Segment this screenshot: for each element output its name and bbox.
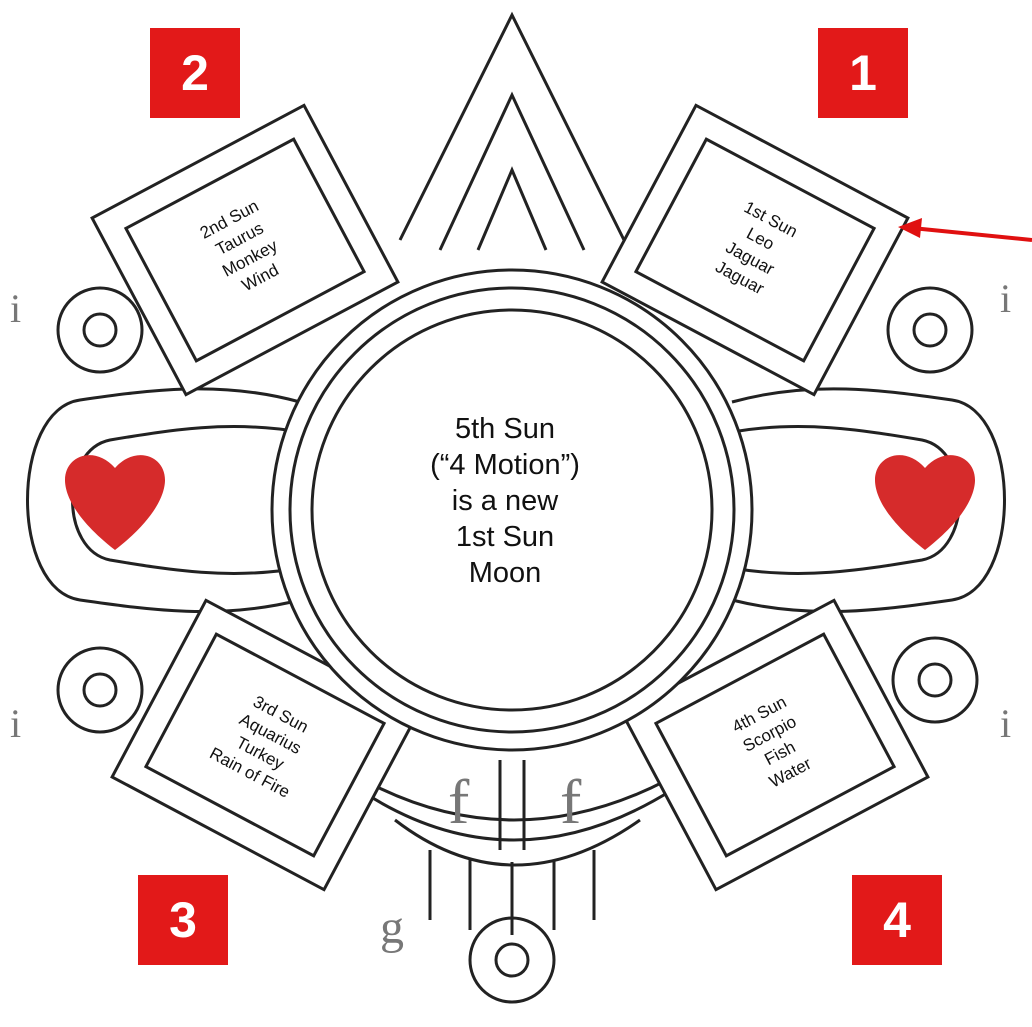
glyph-i-upper-left: i: [10, 285, 21, 332]
top-triangle-inner: [478, 170, 546, 250]
center-line-4: 1st Sun: [395, 519, 615, 555]
center-line-5: Moon: [395, 555, 615, 591]
small-circle-lower-right-outer: [893, 638, 977, 722]
small-circle-upper-left-outer: [58, 288, 142, 372]
heart-right-icon: [875, 455, 975, 550]
left-lobe-outer: [28, 389, 301, 612]
glyph-f-right: f: [560, 765, 581, 839]
center-text: 5th Sun (“4 Motion”) is a new 1st Sun Mo…: [395, 411, 615, 591]
badge-3: 3: [138, 875, 228, 965]
small-circle-upper-right-inner: [914, 314, 946, 346]
top-triangle-outer: [400, 15, 624, 240]
glyph-g: g: [380, 900, 404, 955]
glyph-i-lower-right: i: [1000, 700, 1011, 747]
small-circle-upper-right-outer: [888, 288, 972, 372]
red-arrow-shaft: [912, 228, 1032, 240]
small-circle-lower-left-outer: [58, 648, 142, 732]
glyph-f-left: f: [448, 765, 469, 839]
small-circle-lower-left-inner: [84, 674, 116, 706]
center-line-3: is a new: [395, 483, 615, 519]
badge-1: 1: [818, 28, 908, 118]
small-circle-upper-left-inner: [84, 314, 116, 346]
center-line-1: 5th Sun: [395, 411, 615, 447]
center-line-2: (“4 Motion”): [395, 447, 615, 483]
small-circle-lower-right-inner: [919, 664, 951, 696]
glyph-i-upper-right: i: [1000, 275, 1011, 322]
badge-2: 2: [150, 28, 240, 118]
small-circle-bottom-inner: [496, 944, 528, 976]
glyph-i-lower-left: i: [10, 700, 21, 747]
badge-4: 4: [852, 875, 942, 965]
